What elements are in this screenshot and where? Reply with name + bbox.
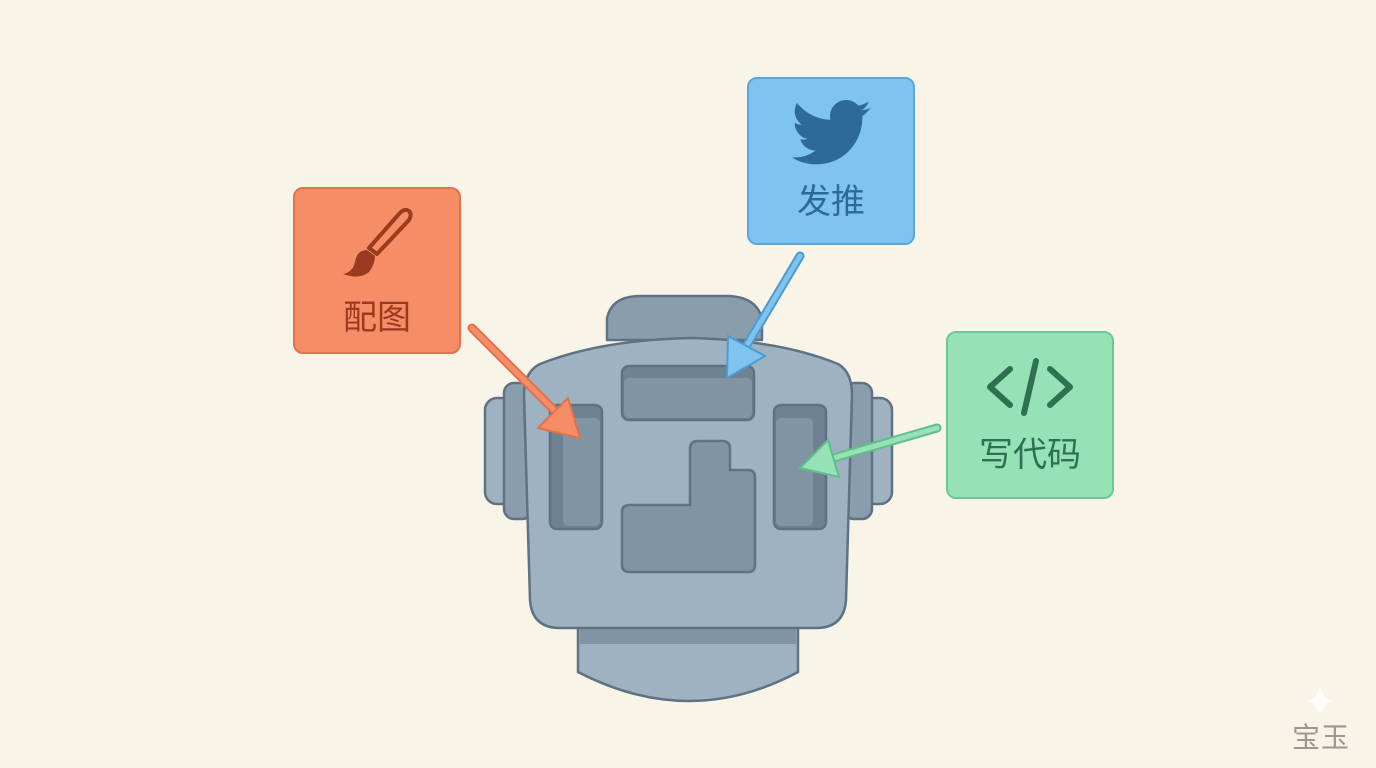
- robot-top-bump: [605, 294, 764, 342]
- arrow-code: [798, 423, 942, 479]
- paintbrush-icon: [343, 207, 413, 277]
- card-tweet-label: 发推: [797, 181, 865, 222]
- card-code: 写代码: [946, 331, 1114, 499]
- twitter-bird-icon: [791, 99, 871, 164]
- card-code-label: 写代码: [979, 434, 1081, 475]
- arrow-tweet: [725, 251, 805, 380]
- watermark: 宝玉: [1292, 721, 1351, 754]
- robot-center-panel: [620, 439, 757, 574]
- card-art: 配图: [293, 187, 461, 354]
- card-art-label: 配图: [343, 298, 411, 338]
- card-tweet: 发推: [747, 77, 915, 245]
- arrow-art: [467, 323, 581, 439]
- code-brackets-icon: [987, 357, 1073, 416]
- robot-head: [522, 336, 854, 630]
- sparkle-icon: [1305, 686, 1335, 716]
